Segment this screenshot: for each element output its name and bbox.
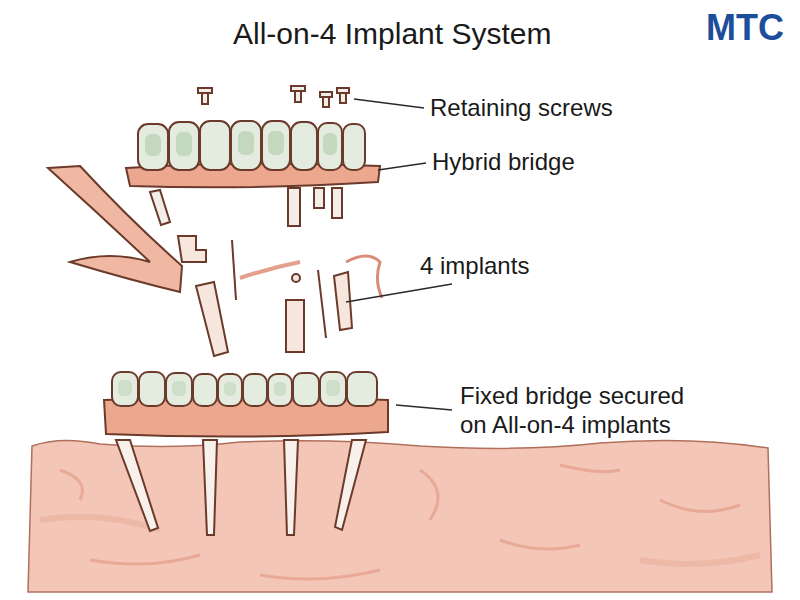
hybrid-bridge-part [145,131,337,156]
hybrid-bridge-part-part [200,121,230,170]
hybrid-bridge-part-part [268,131,284,155]
retaining-screws-part-part [295,91,301,102]
retaining-screws-part-part [323,97,329,107]
fixed-bridge-part-part [193,374,217,406]
hybrid-bridge-part-part [138,124,168,170]
implants-sketch-part [232,240,236,300]
fixed-bridge [104,372,388,437]
fixed-bridge-part [112,372,377,406]
fixed-bridge-part-part [166,373,192,406]
hybrid-bridge-part-part [318,123,342,170]
leader-line [396,405,452,410]
abutments-part [150,190,170,225]
lower-implants-part [335,440,366,530]
fixed-bridge-part-part [268,374,292,406]
fixed-bridge-part-part [243,374,267,406]
implants-sketch-part [292,274,300,282]
implants-sketch-part [178,236,206,262]
abutments [150,188,342,226]
fixed-bridge-part-part [320,372,346,406]
fixed-bridge-part [118,380,340,396]
lower-jaw-part [28,440,772,592]
lower-implants-part [203,440,217,535]
hybrid-bridge-part-part [231,121,261,170]
fixed-bridge-part-part [274,382,286,396]
hybrid-bridge-part-part [145,134,161,156]
hybrid-bridge-part-part [323,133,337,155]
implants-sketch-part [286,300,304,352]
implants-sketch-part [318,270,326,338]
hybrid-bridge-part-part [291,122,317,170]
fixed-bridge-part-part [293,373,319,406]
leader-line [354,99,424,108]
part-label: Hybrid bridge [432,148,575,177]
fixed-bridge-part-part [139,372,165,406]
retaining-screws-part [198,88,212,104]
brand-logo: MTC [706,6,784,49]
implants-sketch-part [196,282,228,356]
abutments-part [332,188,342,218]
fixed-bridge-part-part [112,372,138,406]
hybrid-bridge-part [138,121,365,170]
fixed-bridge-part-part [172,381,186,396]
lower-jaw-part [60,465,740,579]
part-label: Fixed bridge secured on All-on-4 implant… [460,382,710,440]
leader-line [378,163,426,170]
hybrid-bridge-part-part [238,131,254,155]
implants-sketch-part [240,262,300,278]
retaining-screws [198,86,349,107]
implants-sketch-part [346,256,382,298]
part-label: 4 implants [420,252,529,281]
retaining-screws-part [320,92,332,107]
hybrid-bridge-part-part [343,124,365,170]
fixed-bridge-part-part [224,382,236,396]
lower-implants-part [284,440,298,535]
implants-sketch [178,236,382,356]
lower-implants-part [116,440,158,531]
hybrid-bridge-part-part [262,121,290,170]
fixed-bridge-part-part [347,372,377,406]
retaining-screws-part-part [202,93,208,104]
leader-line [346,284,452,302]
fixed-bridge-part-part [218,374,242,406]
hybrid-bridge-part-part [169,122,199,170]
hybrid-bridge-part-part [176,132,192,156]
retaining-screws-part [337,88,349,103]
abutments-part [288,188,300,226]
hybrid-bridge [126,121,380,187]
abutments-part [314,188,324,208]
part-label: Retaining screws [430,94,613,123]
retaining-screws-part [291,86,305,102]
diagram-title: All-on-4 Implant System [233,16,551,52]
retaining-screws-part-part [340,93,346,103]
lower-jaw [28,440,772,592]
fixed-bridge-part-part [118,380,132,396]
fixed-bridge-part-part [326,380,340,396]
lower-implants [116,440,366,535]
